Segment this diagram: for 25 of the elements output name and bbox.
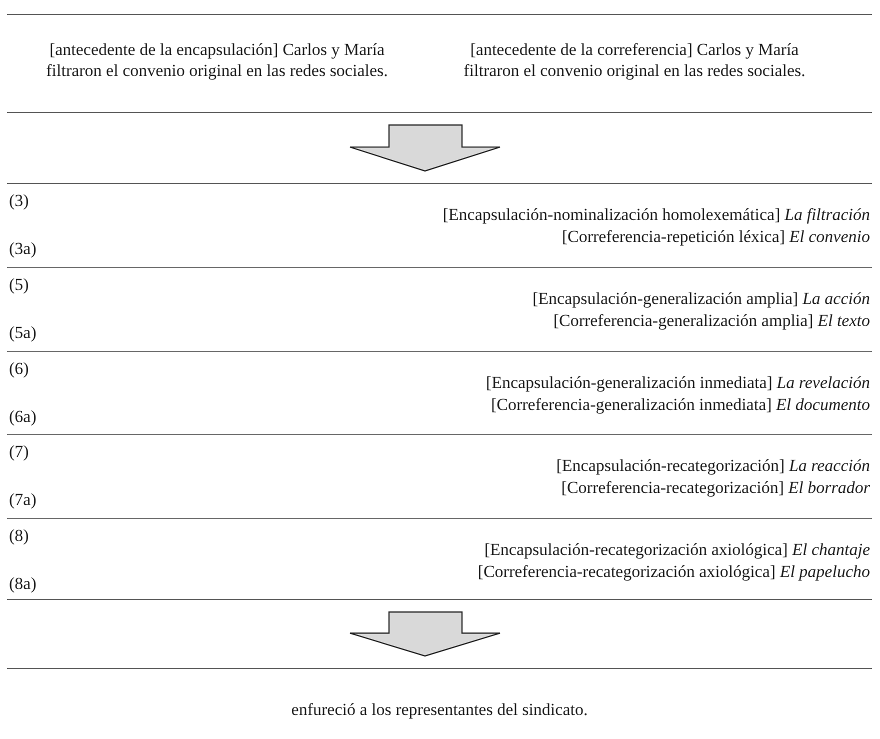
example-number: (5) bbox=[9, 274, 29, 296]
block-arrow bbox=[349, 124, 501, 172]
example-number: (7) bbox=[9, 441, 29, 462]
example-text: [Encapsulación-recategorización axiológica] El chantaje bbox=[484, 538, 870, 560]
example-number: (6a) bbox=[9, 406, 36, 427]
example-number: (8) bbox=[9, 524, 29, 546]
example-text: [Correferencia-generalización amplia] El texto bbox=[553, 310, 870, 332]
example-number: (5a) bbox=[9, 322, 36, 344]
example-number: (6) bbox=[9, 358, 29, 379]
example-text: [Correferencia-generalización inmediata] El documento bbox=[490, 394, 870, 415]
example-number: (3) bbox=[9, 190, 29, 211]
example-number: (7a) bbox=[9, 489, 36, 510]
antecedent-sentence: [antecedente de la correferencia] Carlos y María filtraron el convenio original en las redes sociales. bbox=[462, 39, 806, 81]
example-text: [Encapsulación-nominalización homolexemática] La filtración bbox=[442, 204, 870, 225]
example-text: [Correferencia-repetición léxica] El convenio bbox=[562, 226, 870, 247]
example-number: (3a) bbox=[9, 238, 36, 259]
block-arrow bbox=[349, 611, 501, 657]
example-text: [Correferencia-recategorización] El borrador bbox=[561, 477, 870, 498]
example-text: [Encapsulación-generalización amplia] La acción bbox=[532, 288, 870, 310]
result-sentence: enfureció a los representantes del sindicato. bbox=[290, 699, 589, 720]
example-text: [Encapsulación-generalización inmediata] La revelación bbox=[486, 372, 870, 393]
example-number: (8a) bbox=[9, 572, 36, 594]
example-text: [Correferencia-recategorización axiológica] El papelucho bbox=[478, 560, 870, 582]
antecedent-sentence: [antecedente de la encapsulación] Carlos y María filtraron el convenio original en las redes sociales. bbox=[45, 39, 389, 81]
example-text: [Encapsulación-recategorización] La reacción bbox=[556, 455, 870, 476]
